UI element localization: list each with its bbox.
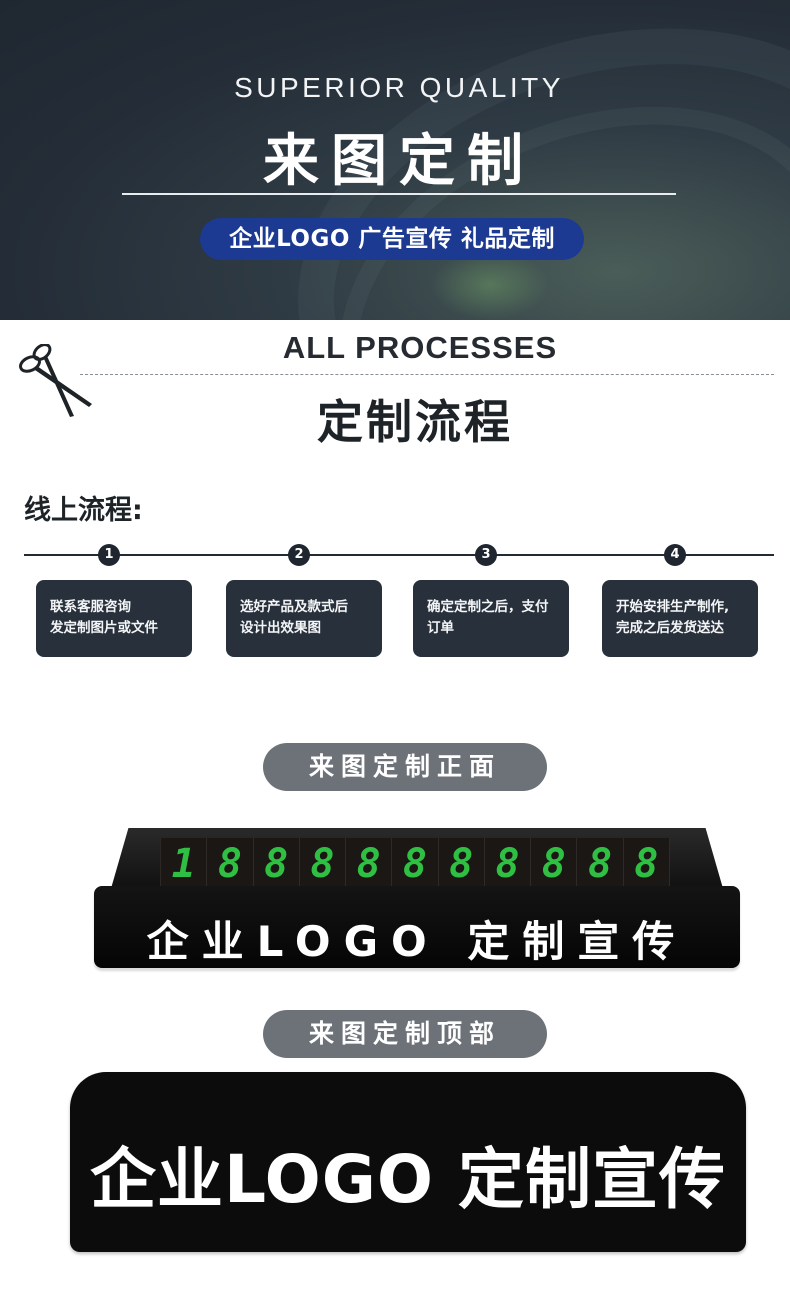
phone-digit: 8	[531, 838, 578, 890]
top-section-label: 来图定制顶部	[263, 1010, 547, 1058]
step-text-line: 确定定制之后，支付	[427, 599, 549, 615]
product-front-base	[94, 886, 740, 968]
step-text-line: 设计出效果图	[240, 620, 321, 636]
process-step-card: 联系客服咨询 发定制图片或文件	[36, 580, 192, 657]
phone-digit: 8	[392, 838, 439, 890]
process-step-card: 选好产品及款式后 设计出效果图	[226, 580, 382, 657]
step-text-line: 选好产品及款式后	[240, 599, 348, 615]
step-text-line: 完成之后发货送达	[616, 620, 724, 636]
phone-digit: 8	[254, 838, 300, 890]
phone-digit: 8	[346, 838, 393, 890]
step-number: 3	[475, 544, 497, 566]
scissors-icon	[19, 344, 92, 417]
hero-title: 来图定制	[263, 129, 535, 194]
online-process-label: 线上流程:	[24, 495, 143, 526]
step-text-line: 发定制图片或文件	[50, 620, 158, 636]
hero-eyebrow: SUPERIOR QUALITY	[234, 72, 564, 103]
step-number: 4	[664, 544, 686, 566]
phone-digit: 8	[300, 838, 347, 890]
step-number: 1	[98, 544, 120, 566]
step-text-line: 联系客服咨询	[50, 599, 131, 615]
process-timeline	[24, 554, 774, 556]
hero-divider	[122, 193, 676, 195]
process-title: 定制流程	[317, 395, 513, 449]
phone-digit: 8	[485, 838, 532, 890]
step-text-line: 订单	[427, 620, 454, 636]
hero-glow	[430, 250, 550, 320]
process-eyebrow: ALL PROCESSES	[282, 330, 558, 365]
top-logo-text: 企业LOGO 定制宣传	[89, 1141, 727, 1218]
hero-banner: SUPERIOR QUALITY 来图定制 企业LOGO 广告宣传 礼品定制	[0, 0, 790, 320]
front-section-label: 来图定制正面	[263, 743, 547, 791]
hero-tagline-pill: 企业LOGO 广告宣传 礼品定制	[200, 218, 584, 260]
phone-digit: 1	[161, 838, 208, 890]
step-text-line: 开始安排生产制作,	[616, 599, 730, 615]
phone-digit: 8	[624, 838, 670, 890]
process-divider	[80, 374, 774, 375]
phone-digit: 8	[439, 838, 485, 890]
step-number: 2	[288, 544, 310, 566]
product-top-view	[70, 1072, 746, 1252]
phone-digit: 8	[577, 838, 624, 890]
process-step-card: 确定定制之后，支付 订单	[413, 580, 569, 657]
front-logo-text: 企业LOGO 定制宣传	[146, 917, 688, 966]
phone-digit: 8	[207, 838, 254, 890]
process-step-card: 开始安排生产制作, 完成之后发货送达	[602, 580, 758, 657]
